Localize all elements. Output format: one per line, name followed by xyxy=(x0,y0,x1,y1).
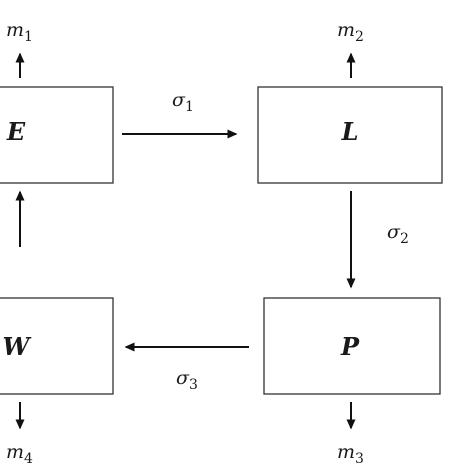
box-l xyxy=(257,86,443,184)
label-m4: m4 xyxy=(6,441,33,467)
box-w xyxy=(0,297,114,395)
m4-symbol: m xyxy=(6,441,24,463)
m4-index: 4 xyxy=(24,451,33,467)
sigma2-symbol: σ xyxy=(387,221,401,243)
sigma3-symbol: σ xyxy=(176,367,190,389)
sigma1-index: 1 xyxy=(185,99,194,115)
label-sigma1: σ1 xyxy=(172,89,194,115)
sigma2-index: 2 xyxy=(400,231,409,247)
m1-symbol: m xyxy=(6,19,24,41)
m3-symbol: m xyxy=(337,441,355,463)
m3-index: 3 xyxy=(355,451,364,467)
label-m3: m3 xyxy=(337,441,364,467)
label-m1: m1 xyxy=(6,19,33,45)
label-e: E xyxy=(6,117,26,146)
sigma1-symbol: σ xyxy=(172,89,186,111)
label-l: L xyxy=(341,117,359,146)
box-p xyxy=(263,297,441,395)
label-sigma3: σ3 xyxy=(176,367,198,393)
label-w: W xyxy=(3,332,32,361)
label-p: P xyxy=(340,332,360,361)
label-sigma2: σ2 xyxy=(387,221,409,247)
m2-index: 2 xyxy=(355,29,364,45)
m2-symbol: m xyxy=(337,19,355,41)
sigma3-index: 3 xyxy=(189,377,198,393)
m1-index: 1 xyxy=(24,29,33,45)
box-e xyxy=(0,86,114,184)
label-m2: m2 xyxy=(337,19,364,45)
